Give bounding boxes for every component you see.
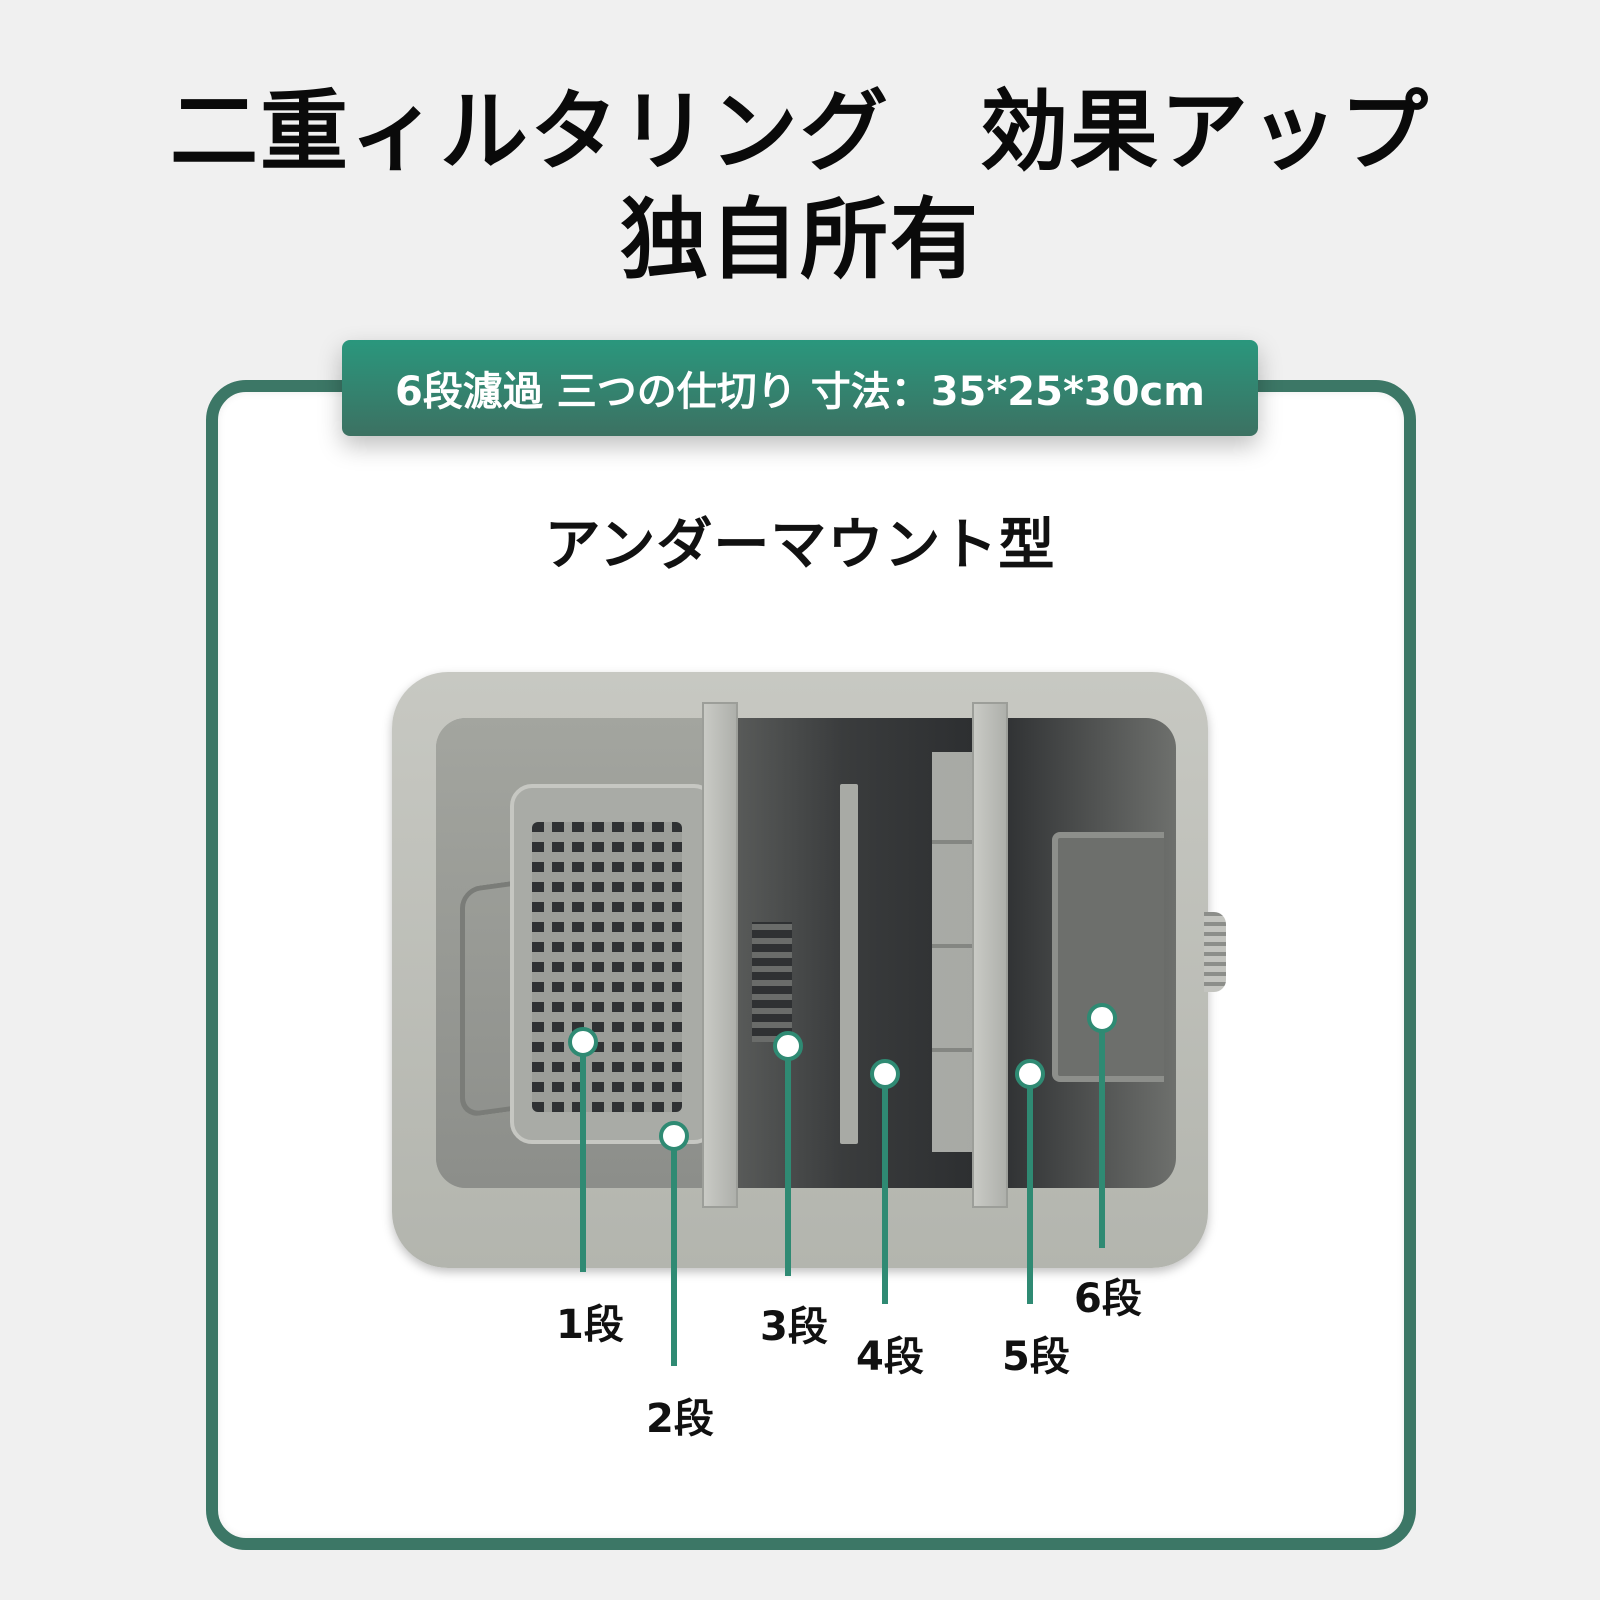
stage-2-dot (659, 1121, 689, 1151)
stage-1-dot (568, 1027, 598, 1057)
stage-5-leader-line (1027, 1074, 1033, 1304)
stage-6-label: 6段 (1074, 1276, 1142, 1322)
stage-3-label: 3段 (760, 1304, 828, 1350)
headline-line-2: 独自所有 (619, 188, 980, 291)
stage-5-dot (1015, 1059, 1045, 1089)
stage-2-label: 2段 (646, 1396, 714, 1442)
stage-5-label: 5段 (1002, 1334, 1070, 1380)
basket-mesh (532, 822, 682, 1112)
stage-6-dot (1087, 1003, 1117, 1033)
slat-filter (752, 922, 792, 1042)
stage-4-dot (870, 1059, 900, 1089)
stage-1-leader-line (580, 1042, 586, 1272)
filter-tank-image (392, 672, 1226, 1268)
stage-4-label: 4段 (856, 1334, 924, 1380)
divider-2 (972, 702, 1008, 1208)
stage-1-label: 1段 (556, 1302, 624, 1348)
middle-plate (840, 784, 858, 1144)
chamber-6-pump-box (1052, 832, 1164, 1082)
spec-banner-text: 6段濾過 三つの仕切り 寸法：35*25*30cm (395, 369, 1205, 415)
spec-banner: 6段濾過 三つの仕切り 寸法：35*25*30cm (342, 340, 1258, 436)
outlet-pipe (1204, 912, 1226, 992)
grid-panel (932, 752, 972, 1152)
stage-6-leader-line (1099, 1018, 1105, 1248)
stage-2-leader-line (671, 1136, 677, 1366)
stage-4-leader-line (882, 1074, 888, 1304)
product-type-title: アンダーマウント型 (544, 513, 1056, 578)
headline-line-1: 二重ィルタリング 効果アップ (169, 80, 1430, 183)
headline: 二重ィルタリング 効果アップ 独自所有 (0, 78, 1600, 294)
divider-1 (702, 702, 738, 1208)
stage-3-dot (773, 1031, 803, 1061)
stage-3-leader-line (785, 1046, 791, 1276)
